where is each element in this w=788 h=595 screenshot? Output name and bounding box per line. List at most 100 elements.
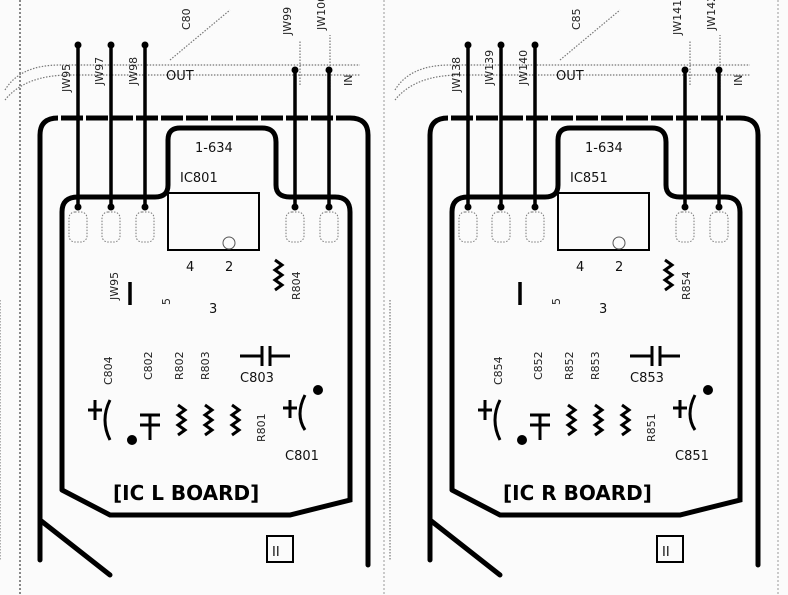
- pin-3-label: 3: [209, 302, 217, 317]
- capacitor-c-mid-symbol: [240, 346, 290, 366]
- pin-5-label: 5: [160, 298, 173, 305]
- marker-box: [266, 535, 294, 563]
- part-number: 1-634: [585, 141, 623, 156]
- ic-body: [557, 192, 650, 251]
- jumper-pad: [325, 203, 333, 211]
- electrolytic-cap-symbol: [88, 399, 112, 441]
- cap-label: C852: [532, 351, 545, 380]
- cap-label-top: C85: [570, 8, 583, 30]
- resistor-small-label: R851: [645, 413, 658, 442]
- jumper-pad: [74, 41, 82, 49]
- jumper-pad: [141, 203, 149, 211]
- jumper-label: JW98: [127, 57, 140, 86]
- jumper-pad: [497, 203, 505, 211]
- resistor-label: R803: [199, 351, 212, 380]
- solder-pad: [285, 211, 305, 243]
- jumper-pad: [464, 41, 472, 49]
- resistor-r-top-symbol: [272, 258, 285, 292]
- cap-bottom-label: C851: [675, 449, 709, 464]
- polarity-dot: [517, 435, 527, 445]
- electrolytic-cap-symbol: [673, 394, 697, 431]
- jumper-label: JW138: [450, 57, 463, 93]
- ic-label: IC851: [570, 171, 608, 186]
- jumper-pad: [325, 66, 333, 74]
- electrolytic-cap-symbol: [478, 399, 502, 441]
- jumper-label: JW141: [671, 0, 684, 36]
- polarity-dot: [313, 385, 323, 395]
- solder-pad: [68, 211, 88, 243]
- solder-pad: [525, 211, 545, 243]
- jumper-pad: [531, 203, 539, 211]
- jumper-pad: [497, 41, 505, 49]
- solder-pad: [319, 211, 339, 243]
- jumper-label: JW95: [60, 64, 73, 93]
- jumper-pad: [531, 41, 539, 49]
- pin-5-label: 5: [550, 298, 563, 305]
- pin-2-label: 2: [225, 260, 233, 275]
- resistor-label: R802: [173, 351, 186, 380]
- resistor-symbol: [565, 403, 578, 437]
- jumper-pad: [107, 203, 115, 211]
- jumper-pad: [107, 41, 115, 49]
- capacitor-c-mid-symbol: [630, 346, 680, 366]
- in-label: IN: [732, 75, 745, 86]
- capacitor-symbol: [140, 413, 160, 440]
- cap-label: C854: [492, 356, 505, 385]
- solder-pad: [709, 211, 729, 243]
- ic-body: [167, 192, 260, 251]
- cap-bottom-label: C801: [285, 449, 319, 464]
- jumper-pad: [141, 41, 149, 49]
- jumper-pad: [74, 203, 82, 211]
- copper-traces: [0, 9, 360, 560]
- out-label: OUT: [556, 69, 584, 84]
- electrolytic-cap-symbol: [283, 394, 307, 431]
- copper-traces: [389, 9, 750, 560]
- jumper-pad: [291, 66, 299, 74]
- pin-4-label: 4: [576, 260, 584, 275]
- cap-mid-label: C853: [630, 371, 664, 386]
- resistor-symbol: [175, 403, 188, 437]
- board-name-label: [IC L BOARD]: [113, 481, 259, 505]
- board-outline-outer: [37, 115, 371, 578]
- marker-label: II: [662, 545, 670, 560]
- capacitor-symbol: [530, 413, 550, 440]
- out-label: OUT: [166, 69, 194, 84]
- ic-label: IC801: [180, 171, 218, 186]
- part-number: 1-634: [195, 141, 233, 156]
- board-name-label: [IC R BOARD]: [503, 481, 652, 505]
- solder-pad: [101, 211, 121, 243]
- marker-box: [656, 535, 684, 563]
- jumper-pad: [715, 66, 723, 74]
- jumper-label: JW100: [315, 0, 328, 31]
- resistor-label: R853: [589, 351, 602, 380]
- resistor-symbol: [619, 403, 632, 437]
- solder-pad: [458, 211, 478, 243]
- jumper-label: JW99: [281, 7, 294, 36]
- pin-3-label: 3: [599, 302, 607, 317]
- solder-pad: [135, 211, 155, 243]
- resistor-symbol: [229, 403, 242, 437]
- resistor-symbol: [592, 403, 605, 437]
- jumper-pad: [715, 203, 723, 211]
- cap-label: C804: [102, 356, 115, 385]
- jumper-label: JW97: [93, 57, 106, 86]
- polarity-dot: [703, 385, 713, 395]
- in-label: IN: [342, 75, 355, 86]
- board-outline-inner: [449, 125, 743, 518]
- jumper-pad: [681, 66, 689, 74]
- solder-pad: [491, 211, 511, 243]
- board-outline-inner: [59, 125, 353, 518]
- cap-label-top: C80: [180, 8, 193, 30]
- polarity-dot: [127, 435, 137, 445]
- board-outline-outer: [427, 115, 761, 578]
- inner-jumper-label: JW95: [108, 272, 121, 301]
- jumper-pad: [291, 203, 299, 211]
- resistor-symbol: [202, 403, 215, 437]
- ic-pin-pad: [612, 236, 626, 250]
- resistor-r-top-label: R804: [290, 271, 303, 300]
- cap-label: C802: [142, 351, 155, 380]
- cap-mid-label: C803: [240, 371, 274, 386]
